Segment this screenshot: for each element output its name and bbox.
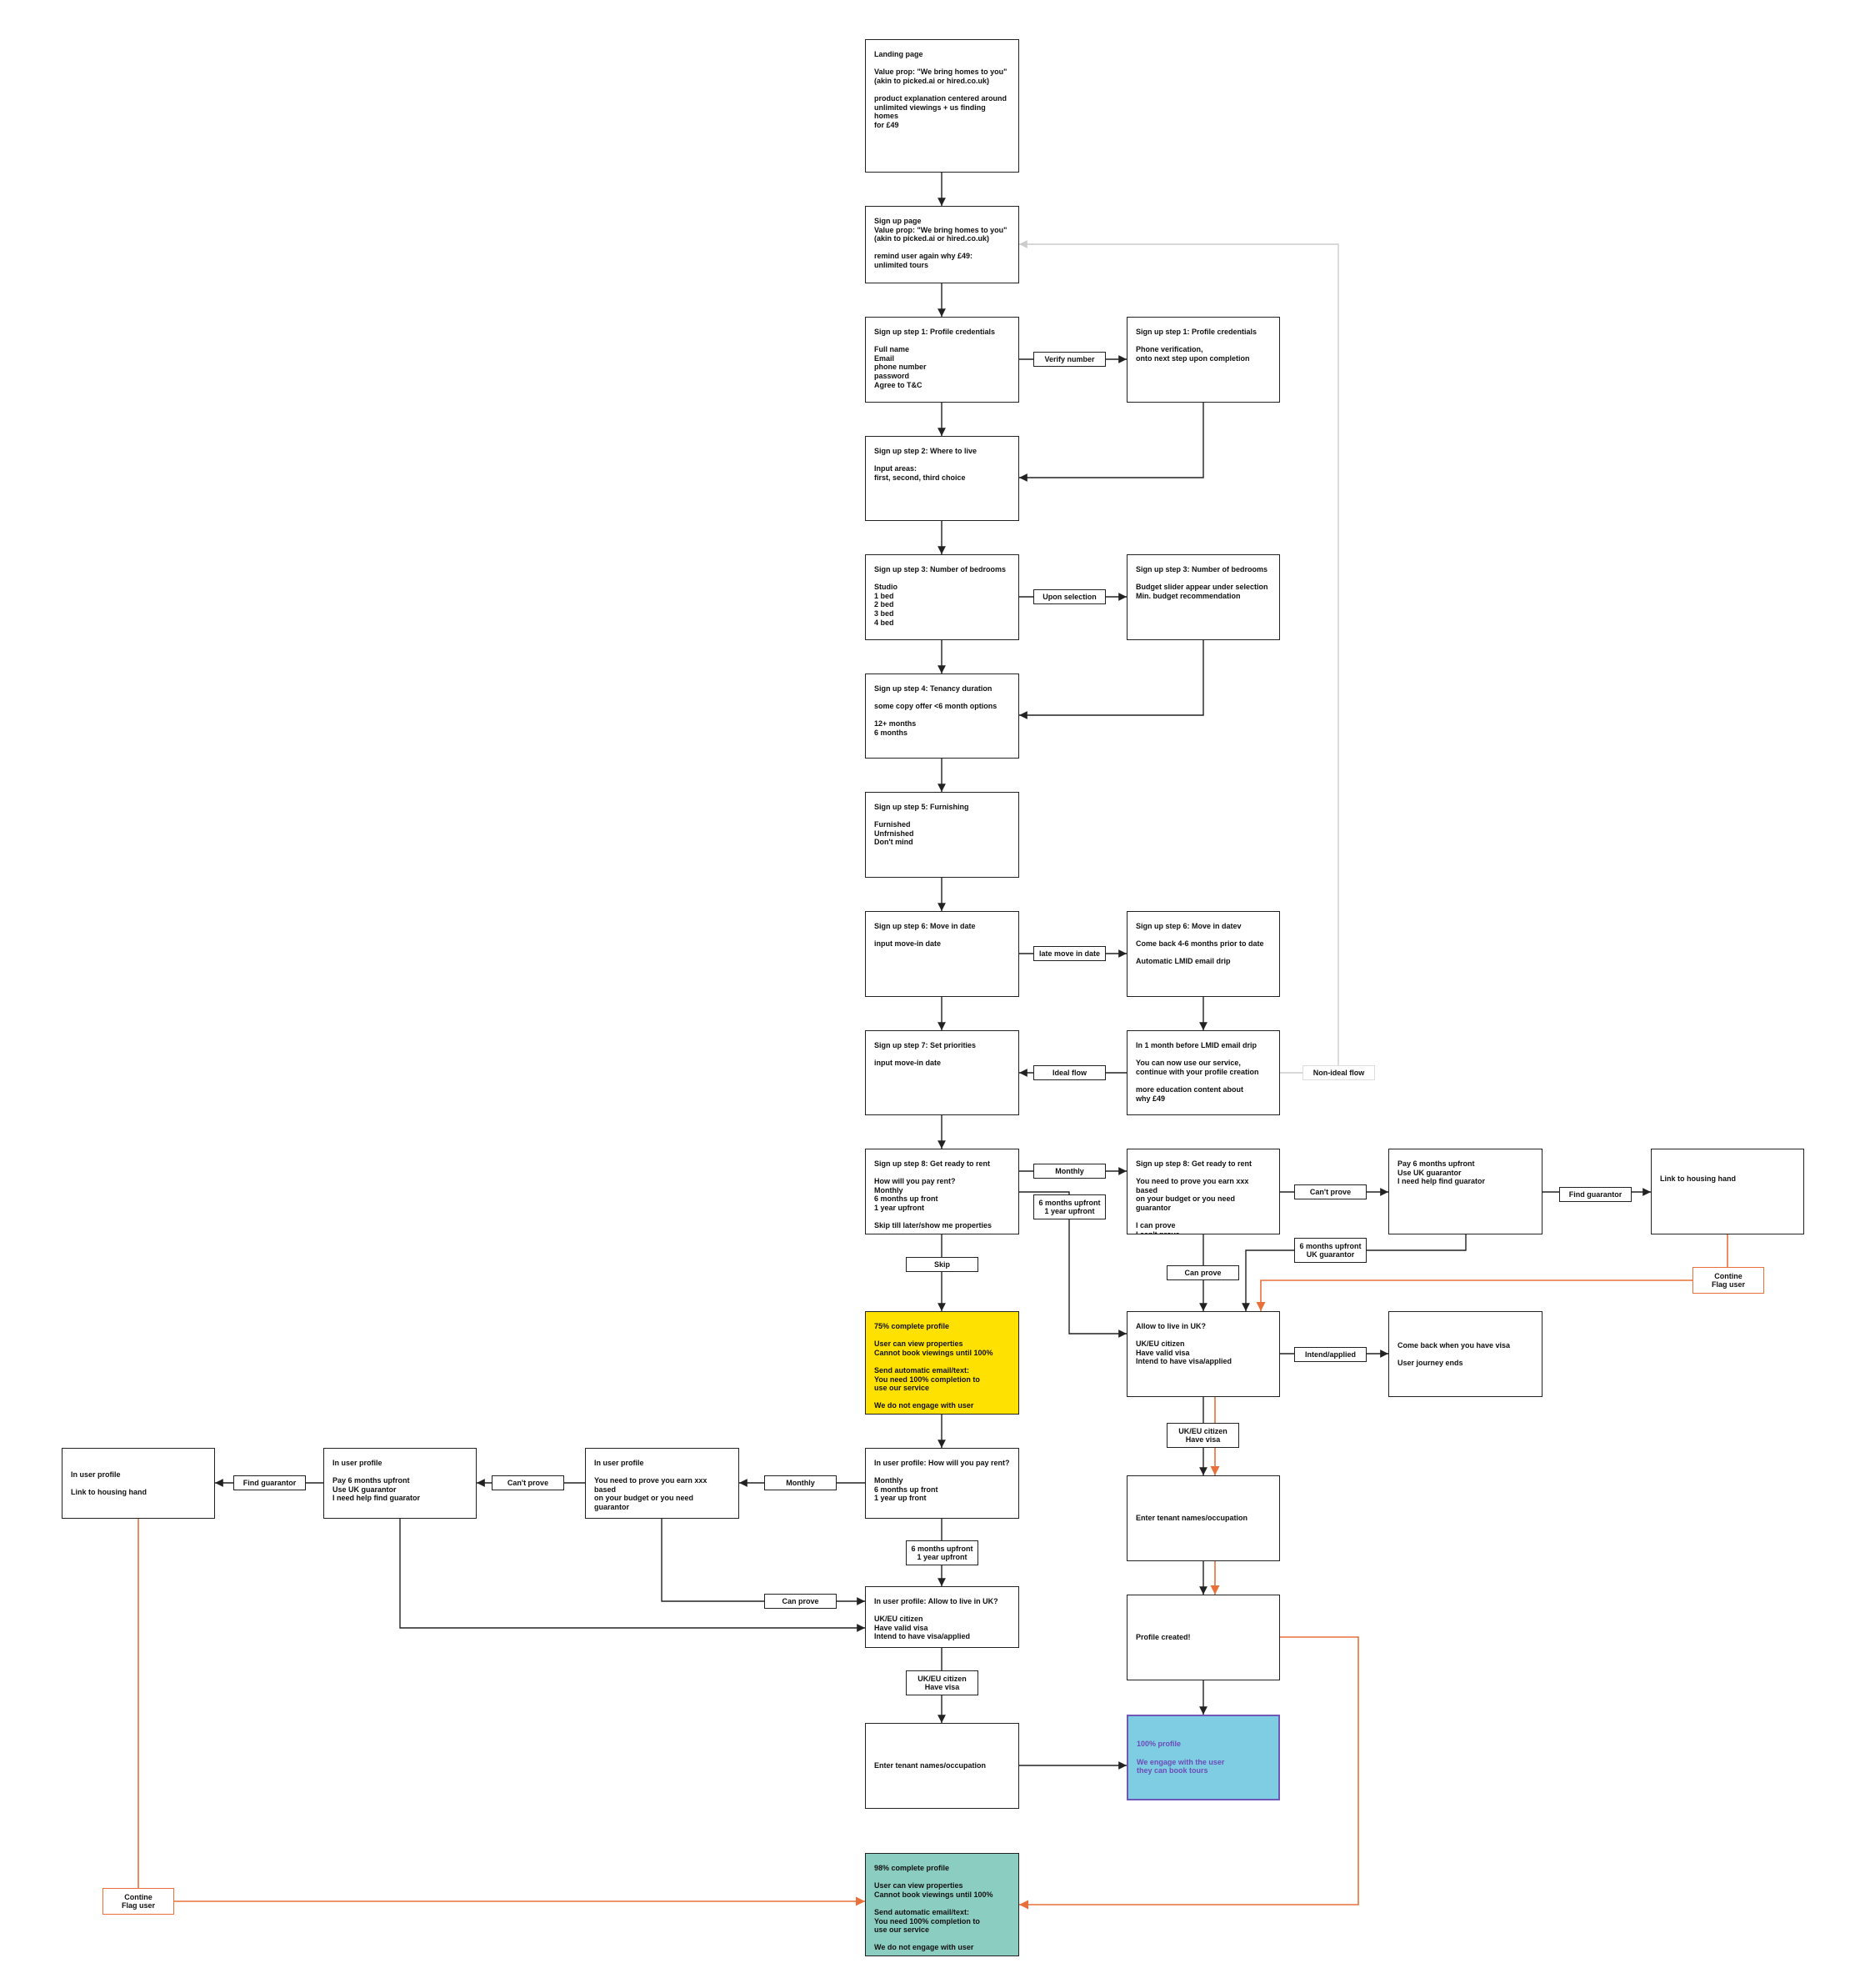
allow-live-uk-node: Allow to live in UK? UK/EU citizen Have … (1127, 1311, 1280, 1397)
tenant-names-center-node: Enter tenant names/occupation (865, 1723, 1019, 1809)
complete-98-node: 98% complete profile User can view prope… (865, 1853, 1019, 1956)
edge-created-98 (1019, 1636, 1359, 1910)
signup-step3-budget-node: Sign up step 3: Number of bedrooms Budge… (1127, 554, 1280, 640)
signup-step4-node: Sign up step 4: Tenancy duration some co… (865, 674, 1019, 759)
signup-step3-node: Sign up step 3: Number of bedrooms Studi… (865, 554, 1019, 640)
skip-label: Skip (906, 1257, 978, 1272)
find-guarantor-profile-label: Find guarantor (233, 1475, 306, 1490)
can-prove-profile-label: Can prove (764, 1594, 837, 1609)
signup-step6-late-node: Sign up step 6: Move in datev Come back … (1127, 911, 1280, 997)
profile-housing-hand-node: In user profile Link to housing hand (62, 1448, 215, 1519)
six-months-one-year-label: 6 months upfront 1 year upfront (1033, 1194, 1106, 1219)
find-guarantor-label: Find guarantor (1559, 1187, 1632, 1202)
signup-step1-node: Sign up step 1: Profile credentials Full… (865, 317, 1019, 403)
profile-prove-node: In user profile You need to prove you ea… (585, 1448, 739, 1519)
six-months-one-year-profile-label: 6 months upfront 1 year upfront (906, 1540, 978, 1565)
signup-page-node: Sign up page Value prop: "We bring homes… (865, 206, 1019, 283)
signup-step7-node: Sign up step 7: Set priorities input mov… (865, 1030, 1019, 1115)
continue-flag-user-right-label: Contine Flag user (1692, 1267, 1764, 1294)
complete-75-node: 75% complete profile User can view prope… (865, 1311, 1019, 1415)
non-ideal-flow-label: Non-ideal flow (1302, 1065, 1375, 1080)
signup-step2-node: Sign up step 2: Where to live Input area… (865, 436, 1019, 521)
ideal-flow-label: Ideal flow (1033, 1065, 1106, 1080)
edge-budget-step4 (1019, 640, 1204, 719)
cant-prove-label: Can't prove (1294, 1184, 1367, 1199)
profile-created-node: Profile created! (1127, 1595, 1280, 1680)
upon-selection-label: Upon selection (1033, 589, 1106, 604)
continue-flag-user-left-label: Contine Flag user (102, 1888, 174, 1915)
housing-hand-link-node: Link to housing hand (1651, 1149, 1804, 1234)
edge-profile-pay6-allow (399, 1519, 865, 1632)
signup-step8-node: Sign up step 8: Get ready to rent How wi… (865, 1149, 1019, 1234)
edge-profile-prove-allow (661, 1519, 865, 1605)
edge-continue-allow (1256, 1279, 1692, 1311)
signup-step5-node: Sign up step 5: Furnishing Furnished Unf… (865, 792, 1019, 878)
cant-prove-profile-label: Can't prove (492, 1475, 564, 1490)
profile-pay6-node: In user profile Pay 6 months upfront Use… (323, 1448, 477, 1519)
profile-allow-uk-node: In user profile: Allow to live in UK? UK… (865, 1586, 1019, 1648)
tenant-names-right-node: Enter tenant names/occupation (1127, 1475, 1280, 1561)
monthly-label: Monthly (1033, 1164, 1106, 1179)
uk-eu-center-label: UK/EU citizen Have visa (906, 1670, 978, 1695)
landing-page-node: Landing page Value prop: "We bring homes… (865, 39, 1019, 173)
edge-step8-upfront-allow (1019, 1191, 1127, 1338)
come-back-visa-node: Come back when you have visa User journe… (1388, 1311, 1542, 1397)
complete-100-node: 100% profile We engage with the user the… (1127, 1715, 1280, 1800)
profile-pay-rent-node: In user profile: How will you pay rent? … (865, 1448, 1019, 1519)
late-move-in-label: late move in date (1033, 946, 1106, 961)
pay-6-months-node: Pay 6 months upfront Use UK guarantor I … (1388, 1149, 1542, 1234)
intend-applied-label: Intend/applied (1294, 1347, 1367, 1362)
uk-eu-right-label: UK/EU citizen Have visa (1167, 1423, 1239, 1448)
edge-verify-step2 (1019, 403, 1204, 482)
signup-step1-verification-node: Sign up step 1: Profile credentials Phon… (1127, 317, 1280, 403)
lmid-email-drip-node: In 1 month before LMID email drip You ca… (1127, 1030, 1280, 1115)
can-prove-label: Can prove (1167, 1265, 1239, 1280)
signup-step8-prove-node: Sign up step 8: Get ready to rent You ne… (1127, 1149, 1280, 1234)
verify-number-label: Verify number (1033, 352, 1106, 367)
monthly-profile-label: Monthly (764, 1475, 837, 1490)
six-months-uk-guarantor-label: 6 months upfront UK guarantor (1294, 1238, 1367, 1263)
signup-step6-node: Sign up step 6: Move in date input move-… (865, 911, 1019, 997)
